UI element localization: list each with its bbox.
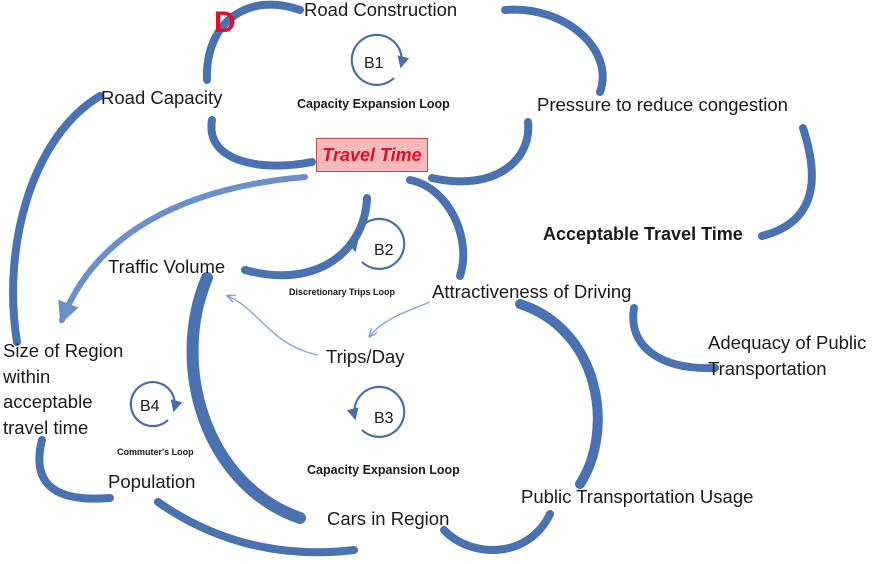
loop-b4-name: Commuter's Loop [117,447,194,457]
adequacy-line-1: Adequacy of Public [708,332,867,353]
node-cars-in-region: Cars in Region [327,508,450,529]
loop-b3-icon [346,385,406,438]
node-size-of-region: Size of Region within acceptable travel … [3,338,123,440]
node-travel-time: Travel Time [316,138,428,172]
link-travel-time-to-pressure [428,118,533,186]
node-acceptable-travel-time: Acceptable Travel Time [543,224,743,244]
loop-b1-id: B1 [364,55,384,72]
adequacy-line-2: Transportation [708,357,827,379]
link-pressure-to-construction [501,5,607,96]
link-pt-usage-to-cars [440,510,554,554]
loop-b3-id: B3 [374,410,394,427]
link-capacity-to-travel-time [207,116,316,170]
size-region-line-1: Size of Region [3,340,124,361]
node-public-transportation-usage: Public Transportation Usage [521,486,754,507]
size-region-line-3: acceptable [3,391,93,413]
loop-b1-name: Capacity Expansion Loop [297,97,450,111]
link-acceptable-to-pressure [758,124,816,240]
loop-b1-icon [350,33,410,86]
loop-b2-icon [346,217,406,270]
node-road-capacity: Road Capacity [101,87,223,108]
link-capacity-to-size [9,92,104,346]
delay-mark: D [214,6,236,39]
node-trips-per-day: Trips/Day [326,346,405,367]
link-adequacy-to-attractiveness [629,304,719,373]
link-travel-time-to-size [58,174,308,325]
node-road-construction: Road Construction [304,0,458,20]
size-region-line-2: within [3,365,51,387]
node-traffic-volume: Traffic Volume [108,256,226,277]
travel-time-label: Travel Time [322,144,422,165]
size-region-line-4: travel time [3,416,89,438]
link-size-to-population [35,436,114,503]
loop-b2-name: Discretionary Trips Loop [289,287,396,297]
node-pressure-to-reduce-congestion: Pressure to reduce congestion [537,94,788,115]
node-adequacy-of-public-transportation: Adequacy of Public Transportation [708,330,866,381]
link-attractiveness-to-pt-usage [515,299,603,489]
link-attractiveness-to-trips [370,301,431,336]
link-cars-to-traffic-volume [186,272,306,524]
loop-b2-id: B2 [374,242,394,259]
loop-b4-icon [129,381,183,428]
link-construction-to-capacity [202,0,304,84]
node-attractiveness-of-driving: Attractiveness of Driving [432,281,632,302]
node-population: Population [108,471,196,492]
link-travel-time-to-attractiveness [406,176,468,280]
loop-b4-id: B4 [140,398,160,415]
link-trips-to-traffic-volume [228,296,319,356]
link-population-to-cars [154,498,358,557]
loop-b3-name: Capacity Expansion Loop [307,463,460,477]
link-traffic-volume-to-travel-time [241,194,371,280]
